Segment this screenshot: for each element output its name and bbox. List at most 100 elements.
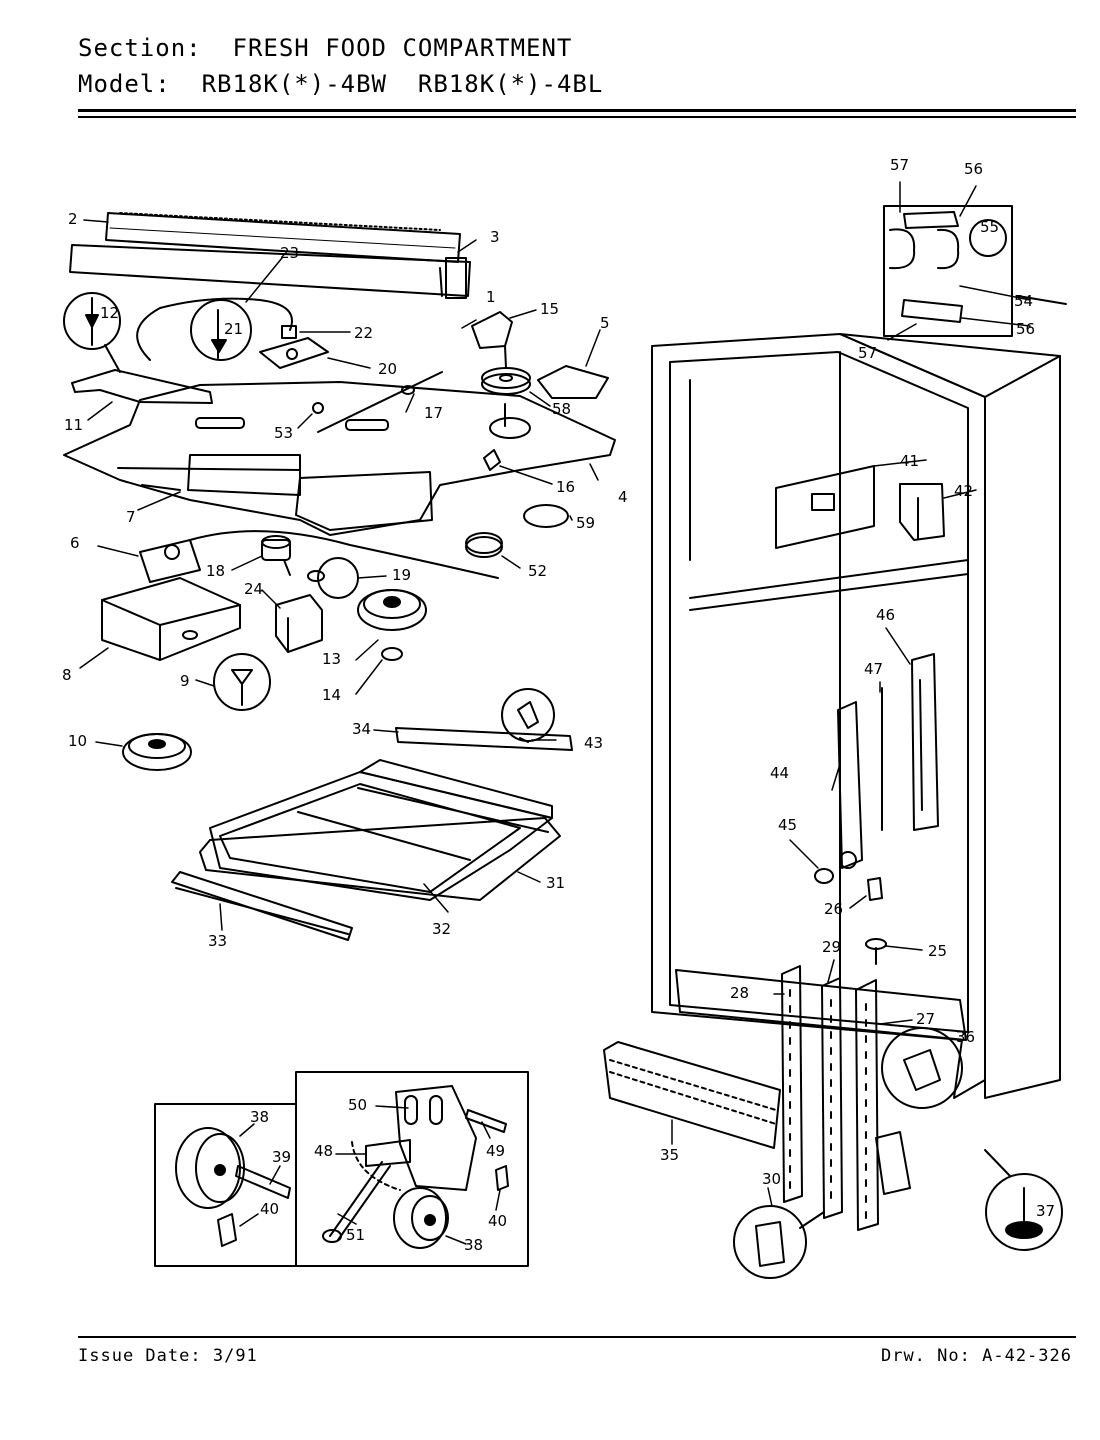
footer-rule <box>78 1336 1076 1338</box>
callout-40b: 40 <box>488 1212 507 1230</box>
screw-25 <box>865 938 887 965</box>
drawing-number: Drw. No: A-42-326 <box>881 1346 1072 1366</box>
rail-46 <box>911 653 939 831</box>
callout-33: 33 <box>208 932 227 950</box>
callout-11: 11 <box>64 416 83 434</box>
grille-strip <box>875 1131 911 1195</box>
socket-18 <box>261 535 291 576</box>
callout-13: 13 <box>322 650 341 668</box>
callout-38a: 38 <box>250 1108 269 1126</box>
callout-21: 21 <box>224 320 243 338</box>
shelf-ladders <box>781 965 879 1231</box>
knob-base <box>489 417 531 439</box>
callout-41: 41 <box>900 452 919 470</box>
housing-8 <box>101 577 241 661</box>
callout-35: 35 <box>660 1146 679 1164</box>
callout-15: 15 <box>540 300 559 318</box>
header-rule-top <box>78 109 1076 112</box>
callout-44: 44 <box>770 764 789 782</box>
sill-35 <box>603 1041 781 1149</box>
cap-59 <box>523 504 569 528</box>
drawing-number-value: A-42-326 <box>982 1346 1072 1366</box>
callout-10: 10 <box>68 732 87 750</box>
clip-26 <box>867 877 883 901</box>
callout-22: 22 <box>354 324 373 342</box>
control-housing <box>69 212 471 299</box>
callout-24: 24 <box>244 580 263 598</box>
callout-40a: 40 <box>260 1200 279 1218</box>
callout-5: 5 <box>600 314 610 332</box>
detail-circle-9 <box>213 653 271 711</box>
callout-14: 14 <box>322 686 341 704</box>
bracket-11 <box>71 369 213 404</box>
screw-53 <box>312 402 324 414</box>
callout-7: 7 <box>126 508 136 526</box>
washer-14 <box>381 647 403 661</box>
callout-25: 25 <box>928 942 947 960</box>
leader-lines <box>79 181 1031 1245</box>
cabinet <box>651 333 1061 1099</box>
model-label: Model: <box>78 70 171 98</box>
callout-38b: 38 <box>464 1236 483 1254</box>
callout-52: 52 <box>528 562 547 580</box>
shroud-5 <box>537 365 609 399</box>
callout-43: 43 <box>584 734 603 752</box>
detail-circle-30 <box>733 1205 825 1279</box>
rod-17-sleeve <box>401 385 415 395</box>
section-title: FRESH FOOD COMPARTMENT <box>232 34 573 62</box>
callout-58: 58 <box>552 400 571 418</box>
callout-45: 45 <box>778 816 797 834</box>
harness-connector <box>281 325 297 339</box>
callout-54: 54 <box>1014 292 1033 310</box>
callout-18: 18 <box>206 562 225 580</box>
callout-56b: 56 <box>1016 320 1035 338</box>
issue-date: Issue Date: 3/91 <box>78 1346 258 1366</box>
caster-inset-1 <box>154 1103 297 1267</box>
wire-harness <box>136 297 293 361</box>
callout-6: 6 <box>70 534 80 552</box>
section-heading: Section: FRESH FOOD COMPARTMENT <box>78 34 572 62</box>
drawing-number-label: Drw. No: <box>880 1346 971 1366</box>
callout-32: 32 <box>432 920 451 938</box>
callout-12: 12 <box>100 304 119 322</box>
header-rule-bottom <box>78 116 1076 118</box>
knob-58 <box>481 373 531 395</box>
rail-44 <box>837 701 863 869</box>
callout-48: 48 <box>314 1142 333 1160</box>
ring-52 <box>465 536 503 558</box>
rod-17 <box>317 371 443 433</box>
issue-date-label: Issue Date: <box>78 1346 202 1366</box>
callout-31: 31 <box>546 874 565 892</box>
shield-10 <box>122 733 192 771</box>
callout-42: 42 <box>954 482 973 500</box>
callout-51: 51 <box>346 1226 365 1244</box>
callout-57b: 57 <box>858 344 877 362</box>
callout-16: 16 <box>556 478 575 496</box>
callout-27: 27 <box>916 1010 935 1028</box>
hinge-42 <box>899 483 945 541</box>
plate-20-hole <box>286 348 298 360</box>
bracket-41 <box>775 465 875 549</box>
callout-4: 4 <box>618 488 628 506</box>
callout-59: 59 <box>576 514 595 532</box>
section-label: Section: <box>78 34 202 62</box>
callout-1: 1 <box>486 288 496 306</box>
callout-20: 20 <box>378 360 397 378</box>
detail-circle-12 <box>63 292 121 373</box>
callout-3: 3 <box>490 228 500 246</box>
spring-45 <box>814 868 834 884</box>
callout-28: 28 <box>730 984 749 1002</box>
callout-39: 39 <box>272 1148 291 1166</box>
callout-29: 29 <box>822 938 841 956</box>
callout-55: 55 <box>980 218 999 236</box>
detail-circle-21 <box>190 299 252 361</box>
callout-numbers: 1 2 3 4 5 6 7 8 9 10 11 12 13 14 15 16 1… <box>62 156 1055 1254</box>
clip-16 <box>483 449 501 471</box>
callout-53: 53 <box>274 424 293 442</box>
callout-49: 49 <box>486 1142 505 1160</box>
model-numbers: RB18K(*)-4BW RB18K(*)-4BL <box>201 70 604 98</box>
callout-23: 23 <box>280 244 299 262</box>
callout-19: 19 <box>392 566 411 584</box>
callout-36: 36 <box>956 1028 975 1046</box>
callout-34: 34 <box>352 720 371 738</box>
